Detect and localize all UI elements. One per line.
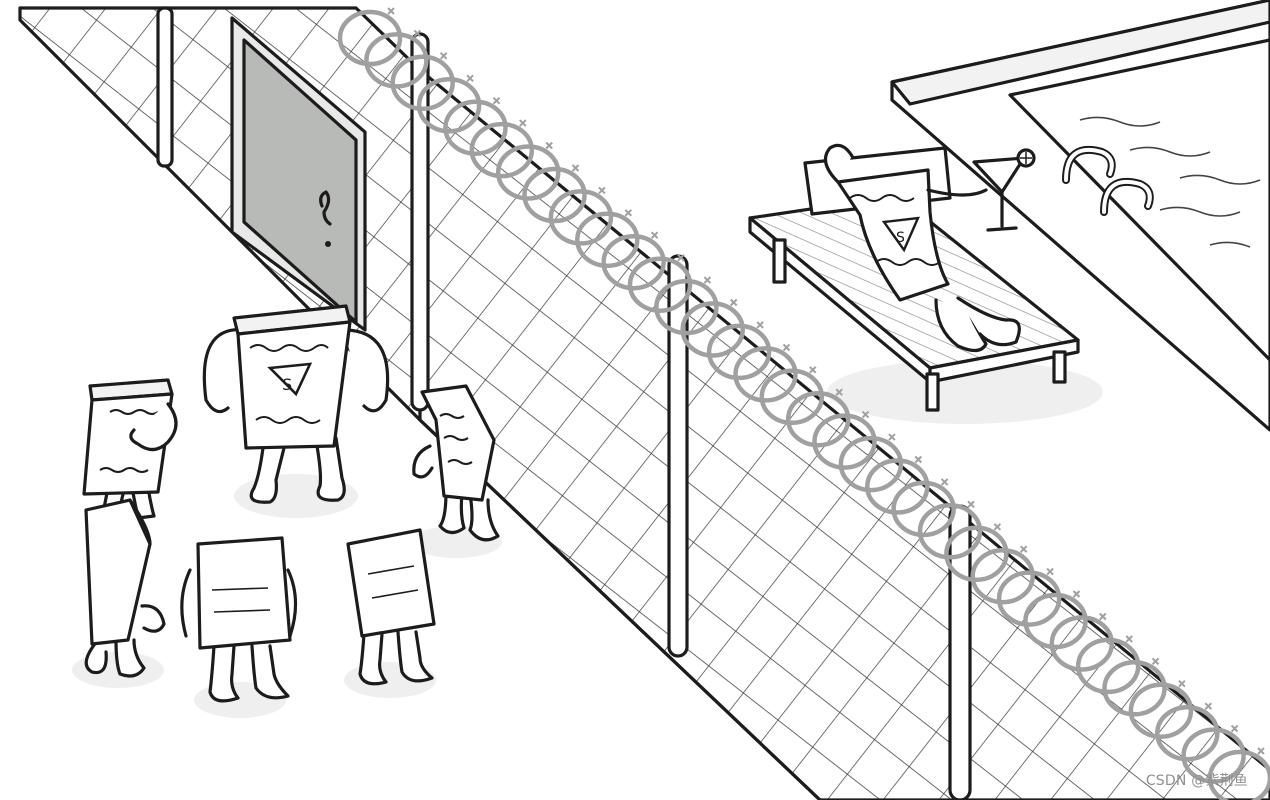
razor-wire-coil bbox=[364, 32, 429, 89]
razor-wire-coil bbox=[944, 525, 1009, 583]
razor-wire-barb bbox=[967, 500, 975, 509]
sunbed-scene: S bbox=[748, 143, 1103, 424]
door-panel bbox=[242, 38, 358, 324]
svg-text:S: S bbox=[896, 230, 905, 246]
razor-wire-barb bbox=[677, 253, 685, 262]
leader-document: S bbox=[202, 304, 390, 504]
razor-wire-coil bbox=[733, 346, 798, 403]
razor-wire-coil bbox=[838, 435, 904, 493]
worried-document bbox=[412, 384, 500, 542]
razor-wire-coil bbox=[1075, 637, 1141, 695]
razor-wire-barb bbox=[466, 74, 474, 83]
document-group: S bbox=[72, 304, 502, 718]
razor-wire-barb bbox=[888, 433, 896, 441]
pool-edge bbox=[890, 0, 1270, 106]
razor-wire-coil bbox=[1155, 704, 1220, 762]
razor-wire-coil bbox=[996, 570, 1062, 627]
razor-wire-coil bbox=[1128, 682, 1194, 739]
razor-wire-barb bbox=[1046, 567, 1054, 576]
facepalm-document bbox=[82, 378, 178, 522]
door-handle-icon bbox=[319, 190, 332, 226]
back-fence-post bbox=[156, 6, 174, 168]
razor-wire-barb bbox=[940, 478, 949, 486]
cocktail-glass-icon bbox=[972, 148, 1036, 232]
side-document-left bbox=[84, 498, 166, 678]
razor-wire-coil bbox=[865, 458, 930, 515]
back-document-right bbox=[346, 528, 436, 686]
razor-wire-barb bbox=[782, 343, 791, 352]
pool-ripples bbox=[1079, 116, 1261, 248]
razor-wire-barb bbox=[624, 209, 633, 217]
razor-wire-barb bbox=[650, 231, 659, 239]
razor-wire-barb bbox=[571, 164, 580, 172]
razor-wire-barb bbox=[1204, 702, 1213, 710]
fence-post-1 bbox=[410, 32, 430, 412]
relaxing-document: S bbox=[823, 143, 1021, 353]
razor-wire-coil bbox=[1181, 727, 1246, 784]
razor-wire-barb bbox=[1257, 747, 1265, 755]
razor-wire-coil bbox=[416, 77, 482, 134]
watermark-text: CSDN @紫荆鱼 bbox=[1145, 773, 1248, 789]
razor-wire-barb bbox=[729, 298, 738, 307]
razor-wire-coil bbox=[443, 99, 508, 156]
razor-wire-coil bbox=[812, 413, 877, 470]
razor-wire-coil bbox=[1049, 615, 1115, 672]
razor-wire-coil bbox=[891, 480, 956, 538]
razor-wire-barb bbox=[914, 455, 923, 464]
razor-wire-coil bbox=[627, 256, 693, 313]
razor-wire-coil bbox=[495, 144, 561, 201]
razor-wire-barb bbox=[439, 52, 448, 60]
razor-wire-barb bbox=[492, 96, 501, 105]
razor-wire-coil bbox=[390, 54, 455, 112]
razor-wire bbox=[337, 7, 1270, 800]
razor-wire-coil bbox=[1102, 660, 1167, 717]
razor-wire-barb bbox=[1072, 590, 1081, 598]
razor-wire-barb bbox=[519, 119, 527, 127]
razor-wire-barb bbox=[835, 388, 843, 396]
razor-wire-coil bbox=[522, 166, 587, 224]
locked-door bbox=[230, 16, 367, 332]
razor-wire-coil bbox=[785, 390, 851, 448]
razor-wire-barb bbox=[861, 410, 870, 419]
razor-wire-coil bbox=[337, 9, 403, 67]
razor-wire-barb bbox=[756, 321, 764, 329]
pool bbox=[890, 0, 1270, 432]
razor-wire-barb bbox=[598, 186, 606, 195]
razor-wire-barb bbox=[1230, 724, 1239, 733]
razor-wire-coil bbox=[548, 189, 614, 246]
svg-text:S: S bbox=[282, 375, 292, 394]
main-fence bbox=[337, 7, 1270, 800]
razor-wire-barb bbox=[387, 7, 395, 15]
razor-wire-coil bbox=[970, 547, 1035, 605]
razor-wire-barb bbox=[1178, 679, 1186, 688]
razor-wire-coil bbox=[1023, 592, 1088, 650]
razor-wire-coil bbox=[654, 278, 719, 336]
pool-water bbox=[1008, 38, 1270, 362]
razor-wire-barb bbox=[703, 276, 712, 284]
razor-wire-barb bbox=[1125, 635, 1133, 643]
razor-wire-coil bbox=[575, 211, 640, 269]
razor-wire-coil bbox=[680, 301, 745, 358]
razor-wire-coil bbox=[706, 323, 772, 381]
razor-wire-coil bbox=[917, 503, 983, 560]
razor-wire-barb bbox=[993, 523, 1002, 531]
razor-wire-barb bbox=[809, 366, 817, 374]
razor-wire-coil bbox=[469, 121, 535, 179]
razor-wire-coil bbox=[601, 233, 666, 291]
razor-wire-barb bbox=[1099, 612, 1107, 621]
back-document-middle bbox=[180, 536, 298, 703]
razor-wire-coil bbox=[1207, 749, 1270, 800]
razor-wire-barb bbox=[413, 29, 422, 38]
razor-wire-barb bbox=[1151, 657, 1160, 666]
razor-wire-coil bbox=[759, 368, 825, 426]
razor-wire-barb bbox=[1019, 545, 1028, 553]
razor-wire-barb bbox=[545, 141, 553, 150]
